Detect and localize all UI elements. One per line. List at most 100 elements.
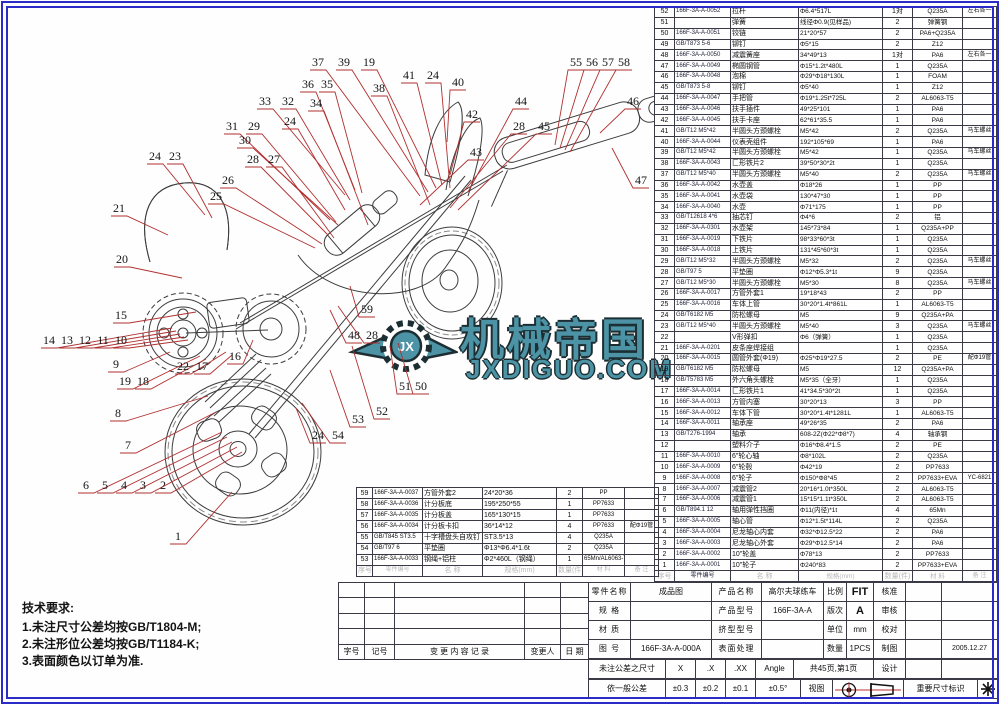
bom-cell: GB/T12 M5*40	[674, 320, 731, 333]
bom-cell: 166F-3A-A-0010	[674, 450, 731, 463]
bom-cell: 36	[654, 179, 675, 192]
leader-line	[95, 336, 185, 349]
general-tol-label: 依一般公差	[588, 679, 666, 699]
bom-cell: GB/T12 M5*30	[674, 277, 731, 289]
bom-cell: 41*34.5*30*2t	[798, 385, 883, 398]
bom-cell: 23	[654, 320, 675, 333]
bom-cell: PA6	[912, 136, 963, 148]
bom-cell: 1	[882, 179, 913, 192]
proofread-label: 校对	[873, 620, 906, 640]
callout-57: 57	[602, 55, 614, 69]
callout-35: 35	[321, 77, 333, 91]
bom-cell	[962, 374, 997, 387]
bom-cell: Φ29*Φ12.5*14	[798, 537, 883, 550]
title-block-main: 零件名称 成品图 产品名称 高尔夫球练车 比例 FIT 核准 规 格 产品型号 …	[588, 582, 998, 659]
bom-cell: Q235A	[912, 244, 963, 257]
leader-line	[59, 330, 177, 349]
bom-cell: 4	[882, 428, 913, 441]
bom-cell: 130*47*30	[798, 190, 883, 203]
callout-17: 17	[196, 359, 208, 373]
watermark-text-en: JXDIGUO.COM	[466, 354, 673, 384]
bom-cell: 匚形铁片1	[730, 385, 799, 398]
bom-cell: M5*42	[798, 146, 883, 159]
bom-cell: Φ6（弹簧）	[798, 331, 883, 344]
change-row	[338, 597, 589, 614]
bom-cell: 18	[654, 374, 675, 387]
bom-cell: 10	[654, 461, 675, 474]
callout-37: 37	[312, 55, 324, 69]
bom-cell: 防松螺母	[730, 309, 799, 322]
callout-13: 13	[61, 333, 73, 347]
bom-cell: PP	[912, 287, 963, 300]
bom-cell: 56	[356, 520, 373, 533]
bom-cell: 2	[882, 168, 913, 181]
bom-cell: GB/T97 5	[674, 266, 731, 279]
change-record-table: 字号 记号 变 更 内 容 记 录 变更人 日 期	[338, 581, 589, 661]
tol-value-angle: ±0.5°	[755, 679, 801, 699]
tol-value-dx: ±0.2	[695, 679, 726, 699]
callout-6: 6	[83, 478, 89, 492]
bom-cell: 4	[556, 531, 583, 544]
bom-cell: 192*105*69	[798, 136, 883, 148]
bom-cell: 30*20*13	[798, 396, 883, 409]
bom-cell: PP7633	[582, 509, 625, 522]
callout-41: 41	[403, 68, 415, 82]
leader-line	[175, 351, 227, 375]
bom-cell	[624, 498, 659, 511]
leader-line	[97, 436, 228, 494]
bom-cell: 1	[556, 509, 583, 522]
bom-cell: 35	[654, 190, 675, 203]
bom-cell: 22	[654, 331, 675, 344]
bom-cell: 9	[882, 266, 913, 279]
bom-cell: 33	[654, 212, 675, 224]
change-col1-label: 字号	[338, 643, 365, 661]
callout-7: 7	[125, 438, 131, 452]
bom-cell	[962, 103, 997, 116]
bom-cell: Z12	[912, 81, 963, 94]
bom-cell: 166F-3A-A-0001	[674, 559, 731, 572]
leader-line	[308, 110, 369, 226]
bom-cell: 166F-3A-A-0041	[674, 190, 731, 203]
bom-cell: 166F-3A-A-0036	[372, 498, 423, 511]
bom-cell: GB/T12 M5*32	[674, 255, 731, 268]
bom-cell: 水壶架	[730, 222, 799, 235]
bom-header-row: 序号零件编号名 称规格(mm)数量(件)材 料备 注	[654, 570, 997, 582]
bom-cell: 32	[654, 222, 675, 235]
callout-18: 18	[137, 374, 149, 388]
bom-cell: 165*130*15	[482, 509, 557, 522]
draft-sign	[905, 639, 942, 659]
title-block-tolerance-headers: 未注公差之尺寸 X .X .XX Angle 共45页,第1页 设计	[588, 659, 998, 679]
bom-cell: 2	[882, 493, 913, 506]
bom-cell: 8	[882, 277, 913, 289]
callout-19: 19	[119, 374, 131, 388]
bom-cell: 4	[882, 504, 913, 517]
product-name-value: 高尔夫球练车	[761, 582, 824, 602]
leader-line	[611, 147, 649, 189]
bom-cell: 2	[556, 486, 583, 500]
spec-label: 规 格	[588, 601, 631, 621]
bom-cell: 166F-3A-A-0009	[674, 461, 731, 474]
approve-date	[941, 582, 998, 602]
leader-line	[310, 69, 421, 197]
bom-cell: 34*49*13	[798, 49, 883, 62]
bom-cell: 30*20*1.4t*861L	[798, 298, 883, 311]
bom-header-cell: 零件编号	[372, 564, 423, 578]
leader-line	[266, 166, 335, 239]
callout-42: 42	[466, 107, 478, 121]
bom-cell: 145*73*84	[798, 222, 883, 235]
bom-cell: 2	[882, 125, 913, 138]
callout-55: 55	[570, 55, 582, 69]
leader-line	[361, 69, 437, 189]
bom-cell: 608-2Z(Φ22*Φ8*7)	[798, 428, 883, 441]
bom-cell: 水壶袋	[730, 190, 799, 203]
bom-cell: 27	[654, 277, 675, 289]
callout-2: 2	[160, 478, 166, 492]
bom-cell: 平垫圈	[730, 266, 799, 279]
